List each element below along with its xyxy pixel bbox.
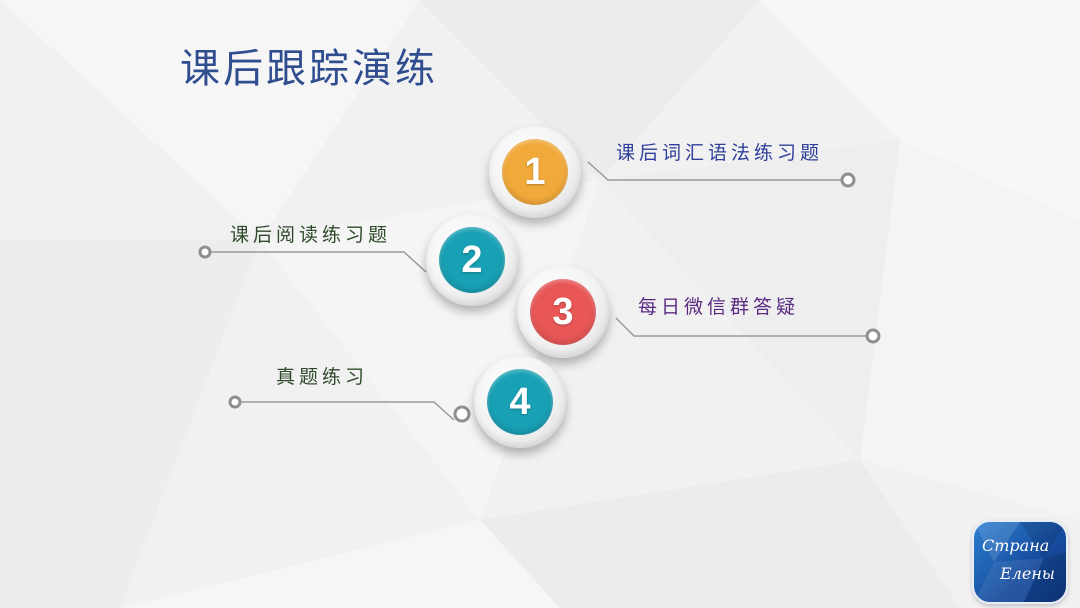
step-3-number: 3 bbox=[552, 290, 574, 333]
logo-facets bbox=[974, 522, 1066, 602]
brand-logo: Страна Елены bbox=[972, 520, 1068, 604]
step-2-label: 课后阅读练习题 bbox=[230, 224, 392, 246]
step-4-badge: 4 bbox=[487, 369, 553, 435]
step-4-label: 真题练习 bbox=[276, 366, 369, 388]
step-1-number: 1 bbox=[524, 150, 546, 193]
step-3-circle: 3 bbox=[517, 266, 609, 358]
step-2-badge: 2 bbox=[439, 227, 505, 293]
step-1-badge: 1 bbox=[502, 139, 568, 205]
step-1-label: 课后词汇语法练习题 bbox=[616, 142, 824, 164]
step-1-circle: 1 bbox=[489, 126, 581, 218]
step-2-circle: 2 bbox=[426, 214, 518, 306]
step-2-number: 2 bbox=[461, 238, 483, 281]
slide-title: 课后跟踪演练 bbox=[180, 46, 438, 92]
step-4-circle: 4 bbox=[474, 356, 566, 448]
step-3-label: 每日微信群答疑 bbox=[638, 296, 800, 318]
step-3-badge: 3 bbox=[530, 279, 596, 345]
step-4-number: 4 bbox=[509, 380, 531, 423]
logo-line-1: Страна bbox=[982, 536, 1050, 555]
logo-line-2: Елены bbox=[1000, 564, 1055, 583]
